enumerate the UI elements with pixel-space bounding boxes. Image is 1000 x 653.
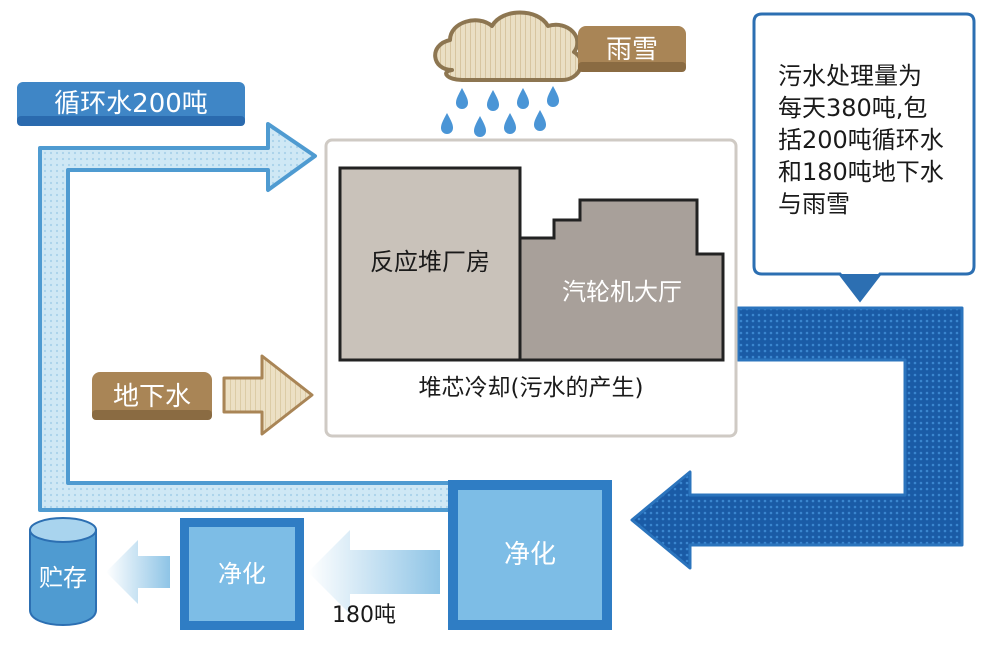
reactor-building: 反应堆厂房 xyxy=(338,166,522,362)
callout-line-2: 每天380吨,包 xyxy=(778,94,927,122)
storage-text: 贮存 xyxy=(39,564,87,592)
recycle-water-text: 循环水200吨 xyxy=(54,89,208,119)
ground-water-arrow xyxy=(222,354,314,436)
recycle-water-label: 循环水200吨 xyxy=(17,82,245,126)
turbine-hall-text: 汽轮机大厅 xyxy=(562,278,682,306)
purification-small-text: 净化 xyxy=(218,560,266,588)
rain-snow-text: 雨雪 xyxy=(606,35,658,65)
wastewater-pipe xyxy=(630,306,964,570)
purification-small: 净化 xyxy=(180,518,304,630)
core-cooling-caption: 堆芯冷却(污水的产生) xyxy=(419,375,644,401)
callout-line-3: 括200吨循环水 xyxy=(778,126,944,154)
storage-tank-icon: 贮存 xyxy=(29,517,97,626)
ground-water-text: 地下水 xyxy=(113,382,191,412)
callout-line-5: 与雨雪 xyxy=(778,190,850,218)
rain-snow-label: 雨雪 xyxy=(578,26,686,72)
purification-main: 净化 xyxy=(448,480,612,630)
amount-180-text: 180吨 xyxy=(332,603,396,628)
callout-line-1: 污水处理量为 xyxy=(778,62,922,90)
ground-water-label: 地下水 xyxy=(92,372,212,420)
raindrop-icon xyxy=(441,86,559,137)
recycle-loop-pipe xyxy=(38,122,457,512)
reactor-building-text: 反应堆厂房 xyxy=(370,248,490,276)
cloud-icon xyxy=(433,10,584,82)
callout-line-4: 和180吨地下水 xyxy=(778,158,944,186)
flow-arrow-180 xyxy=(308,530,440,614)
purification-main-text: 净化 xyxy=(504,540,556,570)
flow-arrow-storage xyxy=(106,540,170,604)
turbine-hall: 汽轮机大厅 xyxy=(518,198,725,362)
wastewater-callout: 污水处理量为 每天380吨,包 括200吨循环水 和180吨地下水 与雨雪 xyxy=(752,12,976,303)
